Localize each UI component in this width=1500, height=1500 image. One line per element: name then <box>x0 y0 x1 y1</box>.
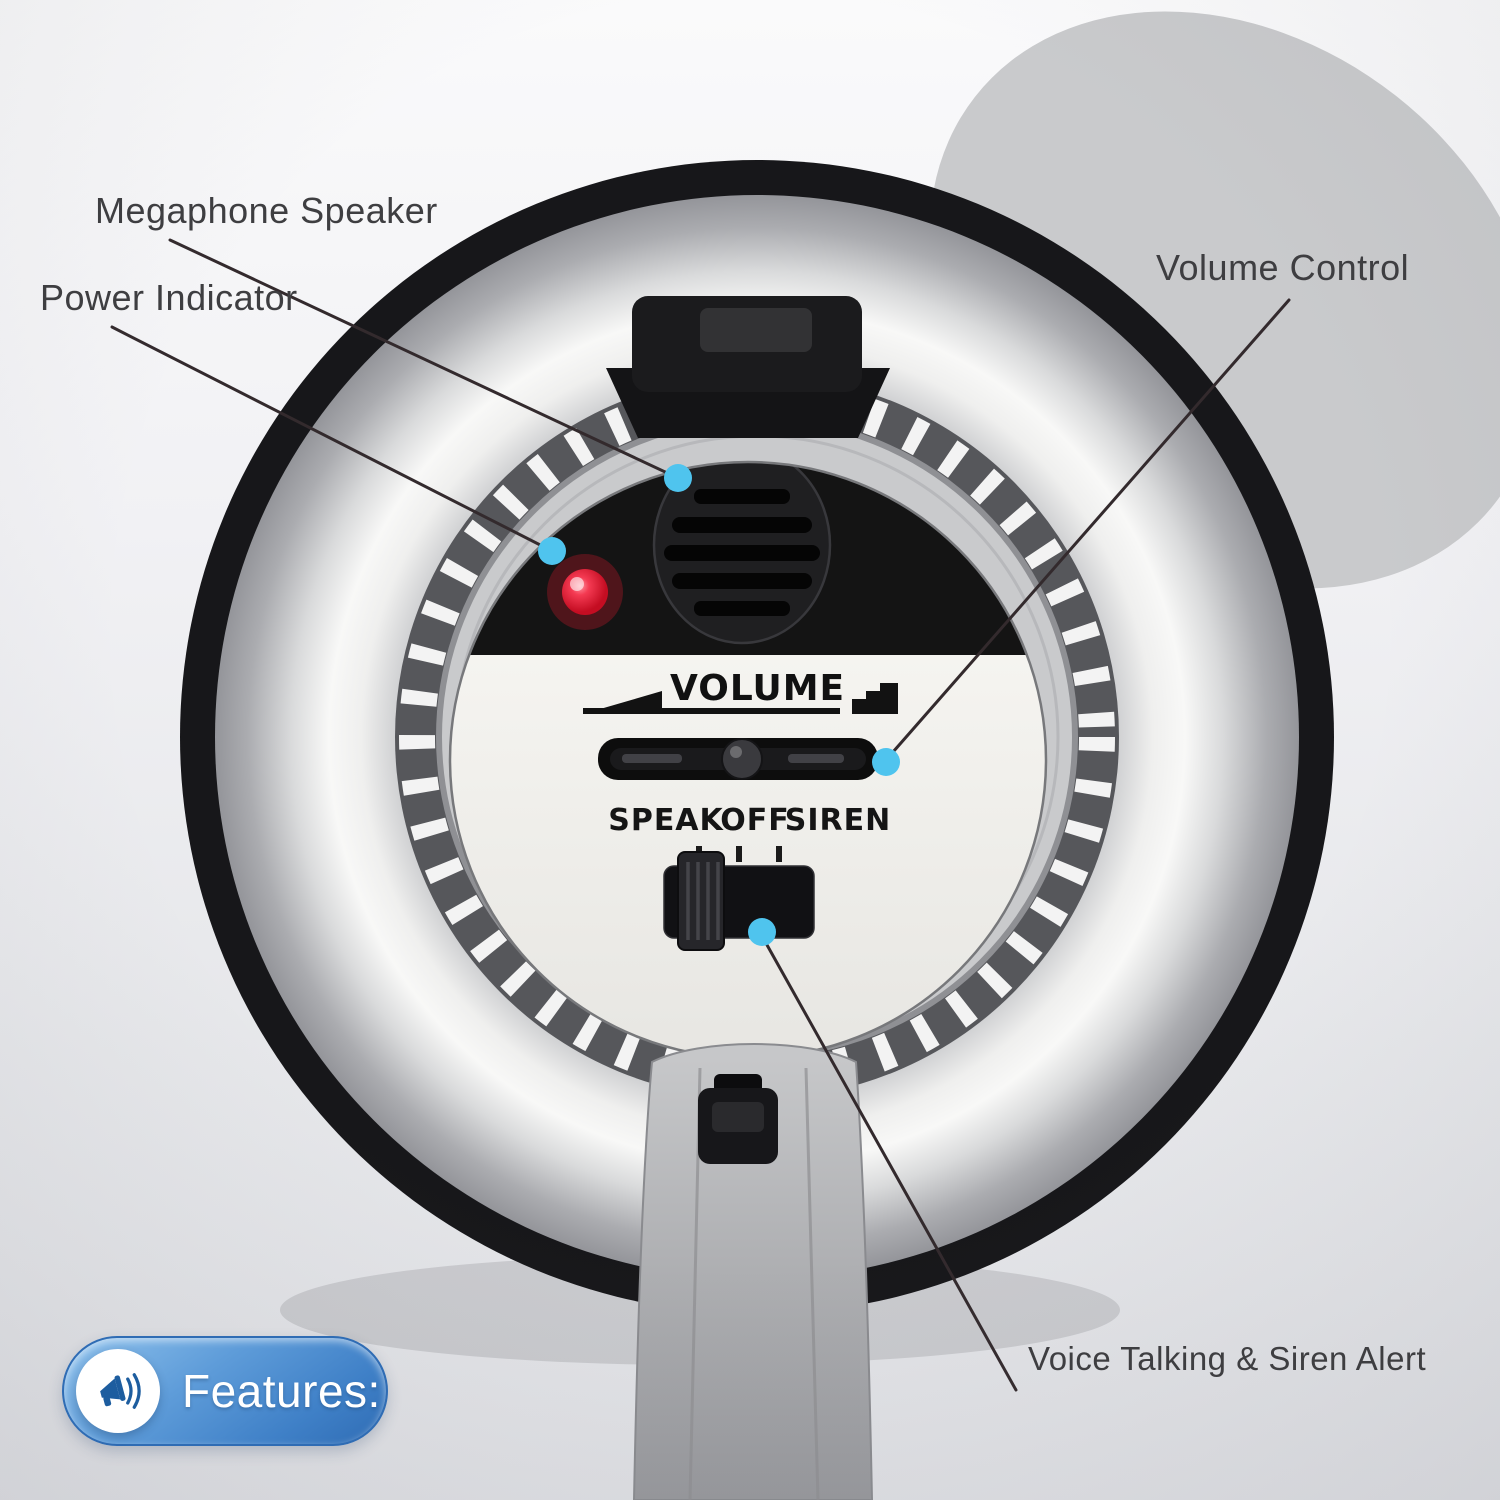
feature-markers <box>538 464 900 946</box>
mode-siren-label: SIREN <box>785 803 891 838</box>
power-indicator-label: Power Indicator <box>40 277 298 318</box>
megaphone-icon <box>100 1373 141 1409</box>
top-latch <box>606 296 890 438</box>
handle <box>632 1043 874 1500</box>
volume-text: VOLUME <box>670 668 845 709</box>
callout-line-power-indicator <box>110 325 554 553</box>
features-badge: Features: <box>62 1336 388 1446</box>
volume-label: VOLUME <box>583 668 898 714</box>
marker-power-indicator <box>538 537 566 565</box>
marker-megaphone-speaker <box>664 464 692 492</box>
mic-grille-icon <box>652 462 832 645</box>
power-led <box>547 554 623 630</box>
voice-siren-label: Voice Talking & Siren Alert <box>1028 1340 1427 1377</box>
callout-line-voice-siren <box>760 934 1018 1392</box>
mode-speak-label: SPEAK <box>608 803 724 838</box>
callout-lines <box>110 238 1291 1392</box>
volume-control-label: Volume Control <box>1156 247 1410 288</box>
mode-labels: SPEAK OFF SIREN <box>608 803 891 838</box>
volume-slider <box>598 738 878 780</box>
callout-line-megaphone-speaker <box>168 238 680 480</box>
badge-label: Features: <box>182 1365 381 1417</box>
mode-off-label: OFF <box>720 803 790 838</box>
megaphone-speaker-label: Megaphone Speaker <box>95 190 438 231</box>
bottom-latch <box>698 1074 778 1164</box>
callout-line-volume-control <box>884 298 1291 762</box>
marker-voice-siren <box>748 918 776 946</box>
marker-volume-control <box>872 748 900 776</box>
volume-slider-knob <box>721 738 763 780</box>
mode-switch <box>663 851 815 951</box>
badge-icon-circle <box>76 1349 160 1433</box>
